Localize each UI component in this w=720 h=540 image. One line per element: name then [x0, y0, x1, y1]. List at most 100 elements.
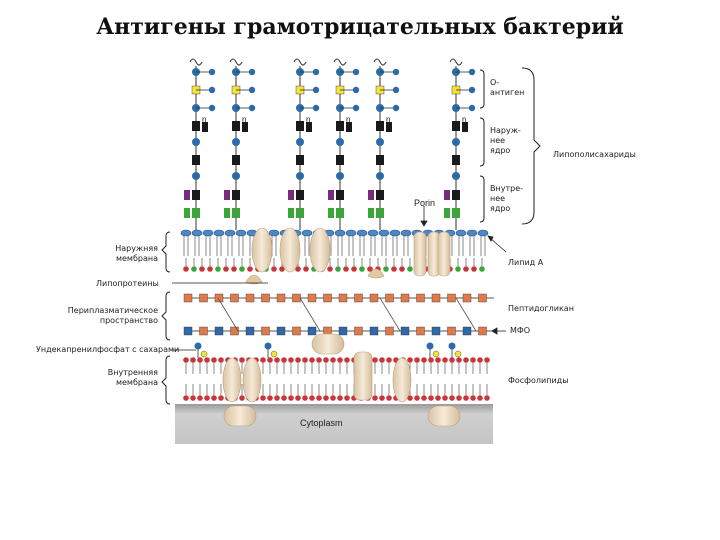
lipid-a-head	[455, 229, 467, 237]
right-braces	[161, 67, 541, 405]
phospholipid-head	[231, 266, 237, 272]
pg-sugar	[416, 326, 425, 336]
lipid-a-head	[378, 229, 390, 237]
inner-core-sugar	[376, 190, 384, 200]
phospholipid-head	[239, 266, 245, 272]
lipid-head	[407, 357, 413, 363]
lipid-head	[344, 395, 350, 401]
lipid-head	[323, 357, 329, 363]
undecaprenyl-sugar	[454, 350, 462, 358]
lipid-head	[428, 395, 434, 401]
lipid-head	[288, 395, 294, 401]
pg-sugar	[385, 293, 394, 303]
pg-sugar	[400, 326, 410, 336]
pg-sugar	[183, 293, 193, 303]
phospholipid-head	[471, 266, 477, 272]
lipid-head	[302, 357, 308, 363]
outer-core-branch	[462, 122, 468, 132]
label-periplasm: Периплазматическое пространство	[67, 306, 158, 325]
outer-core-sugar	[336, 155, 344, 165]
branch-sugar	[248, 86, 256, 94]
lipid-head	[421, 395, 427, 401]
lipid-head	[267, 395, 273, 401]
lipid-a-head	[301, 229, 313, 237]
lipid-head	[337, 357, 343, 363]
branch-sugar	[312, 104, 320, 112]
peptide-crosslink	[379, 297, 401, 332]
kdo-sugar	[376, 208, 384, 218]
outer-core-sugar	[376, 121, 384, 131]
lipid-a-head	[224, 229, 236, 237]
pg-sugar	[338, 293, 348, 303]
lipid-a-head	[367, 229, 379, 237]
label-lipid-a: Липид А	[508, 258, 544, 267]
lipid-head	[211, 395, 217, 401]
lipid-head	[379, 395, 385, 401]
undecaprenyl-sugar	[200, 350, 208, 358]
outer-core-sugar	[296, 138, 304, 146]
pg-sugar	[447, 293, 456, 303]
lipid-head	[281, 395, 287, 401]
branch-sugar	[392, 68, 400, 76]
repeat-n-label: n	[462, 115, 466, 124]
lipid-head	[183, 357, 189, 363]
lipid-head	[344, 357, 350, 363]
lipid-head	[190, 357, 196, 363]
kdo-sugar	[328, 190, 334, 200]
pg-sugar	[462, 326, 472, 336]
pg-sugar	[214, 293, 224, 303]
repeat-n-label: n	[386, 115, 390, 124]
inner-core-sugar	[296, 190, 304, 200]
branch-sugar	[208, 86, 216, 94]
branch-sugar	[248, 68, 256, 76]
inner-membrane-protein	[242, 357, 262, 403]
branch-sugar	[248, 104, 256, 112]
phospholipid-head	[391, 266, 397, 272]
lipid-head	[414, 395, 420, 401]
periplasmic-protein	[311, 333, 345, 355]
pg-sugar	[354, 293, 363, 303]
phospholipid-head	[295, 266, 301, 272]
pg-sugar	[214, 326, 224, 336]
phospholipid-head	[463, 266, 469, 272]
outer-core-branch	[386, 122, 392, 132]
outer-core-branch	[306, 122, 312, 132]
lipid-head	[372, 357, 378, 363]
pg-sugar	[385, 326, 394, 336]
porin-subunit	[413, 231, 427, 277]
lipid-head	[281, 357, 287, 363]
outer-core-sugar	[376, 155, 384, 165]
cytoplasm-label: Cytoplasm	[300, 418, 343, 428]
phospholipid-head	[327, 266, 333, 272]
pg-sugar	[478, 293, 487, 303]
lipid-head	[295, 395, 301, 401]
page-title: Антигены грамотрицательных бактерий	[96, 14, 624, 40]
pg-sugar	[261, 326, 270, 336]
outer-core-sugar	[192, 172, 200, 180]
lipid-head	[211, 357, 217, 363]
label-inner-core: Внутре- нее ядро	[490, 184, 523, 213]
phospholipid-head	[303, 266, 309, 272]
branch-sugar	[352, 86, 360, 94]
chain-tip	[189, 58, 203, 66]
outer-core-sugar	[192, 121, 200, 131]
lipid-head	[379, 357, 385, 363]
outer-core-branch	[242, 122, 248, 132]
lipid-head	[386, 395, 392, 401]
lipid-head	[463, 357, 469, 363]
lipid-head	[204, 395, 210, 401]
kdo-sugar	[192, 208, 200, 218]
porin-subunit	[437, 231, 451, 277]
lipid-head	[477, 395, 483, 401]
label-inner-membrane: Внутренняя мембрана	[107, 368, 158, 387]
lipoprotein	[367, 268, 385, 279]
lipid-head	[323, 395, 329, 401]
kdo-sugar	[444, 208, 450, 218]
chain-tip	[229, 58, 243, 66]
label-lps: Липополисахариды	[553, 150, 636, 159]
lipid-head	[239, 395, 245, 401]
pg-sugar	[245, 326, 255, 336]
undecaprenyl-sugar	[426, 342, 434, 350]
pg-sugar	[230, 326, 239, 336]
